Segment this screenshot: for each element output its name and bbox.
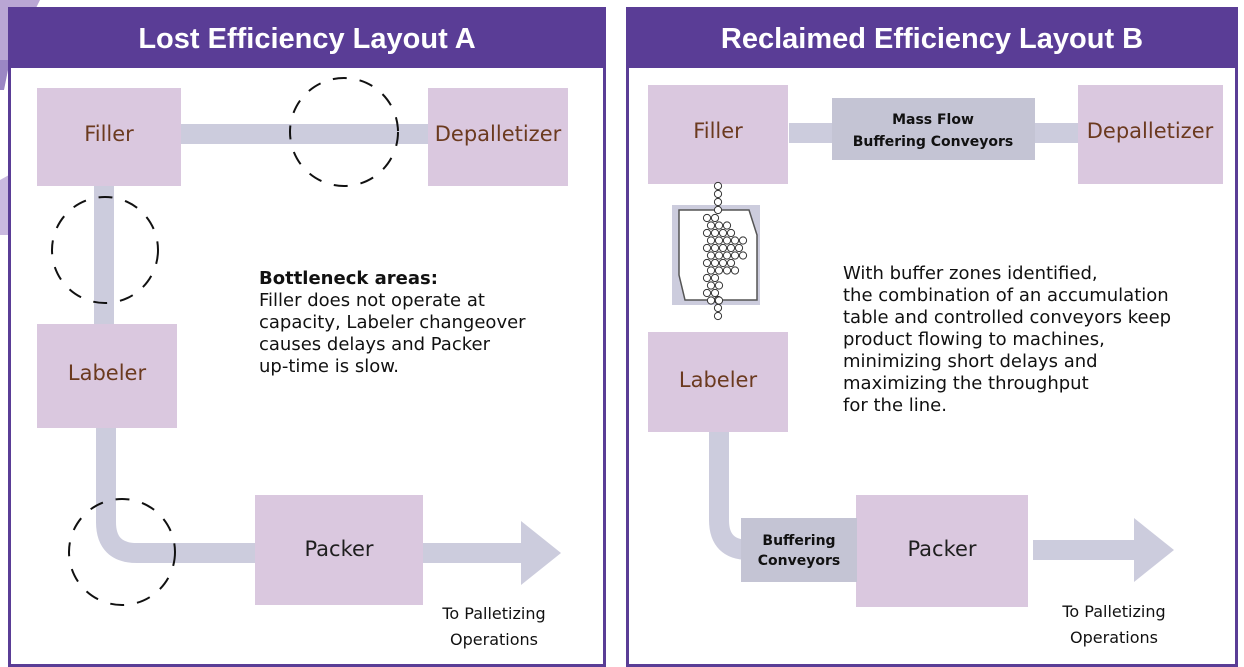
bottle-23 <box>718 243 728 253</box>
packer-machine <box>255 495 423 605</box>
bottle-35 <box>706 266 716 275</box>
mass-flow-label-line2: Buffering Conveyors <box>853 134 1014 150</box>
bottle-40 <box>710 273 720 283</box>
bottle-7 <box>702 213 712 223</box>
bottle-26 <box>706 251 716 260</box>
bottle-28 <box>722 251 732 260</box>
conveyor-labeler-packer <box>96 407 261 563</box>
bottle-5 <box>713 303 723 313</box>
bottle-1 <box>713 189 723 199</box>
bottle-39 <box>702 273 712 283</box>
bottle-44 <box>710 288 720 298</box>
bottleneck-circle-bottom <box>68 498 176 606</box>
bottle-20 <box>738 236 748 245</box>
layout-b-title: Reclaimed Efficiency Layout B <box>629 10 1235 68</box>
layout-b-diagram: Filler Depalletizer Labeler Packer Mass … <box>648 85 1223 607</box>
bottle-3 <box>713 205 723 215</box>
bottle-24 <box>726 243 736 253</box>
bottle-46 <box>714 296 724 305</box>
destination-note-b: To Palletizing Operations <box>1062 602 1166 647</box>
conveyor-packer-out <box>1033 540 1148 560</box>
bottle-37 <box>722 266 732 275</box>
bottle-45 <box>706 296 716 305</box>
depalletizer-machine <box>1078 85 1223 184</box>
buffering-box <box>741 518 857 582</box>
bottle-12 <box>702 228 712 238</box>
bottle-41 <box>706 281 716 290</box>
labeler-label: Labeler <box>679 368 758 392</box>
depalletizer-label: Depalletizer <box>435 122 562 146</box>
filler-machine <box>648 85 788 184</box>
bottle-36 <box>714 266 724 275</box>
bottle-18 <box>722 236 732 245</box>
layout-b-panel: Reclaimed Efficiency Layout B Filler Dep… <box>626 7 1238 667</box>
packer-label: Packer <box>907 537 976 561</box>
bottle-13 <box>710 228 720 238</box>
bottle-29 <box>730 251 740 260</box>
bottle-16 <box>706 236 716 245</box>
packer-label: Packer <box>304 537 373 561</box>
bottle-17 <box>714 236 724 245</box>
bottle-15 <box>726 228 736 238</box>
filler-label: Filler <box>693 119 743 143</box>
bottle-33 <box>718 258 728 268</box>
bottle-19 <box>730 236 740 245</box>
bottle-25 <box>734 243 744 253</box>
bottle-22 <box>710 243 720 253</box>
output-arrow-head <box>1134 518 1174 582</box>
bottle-27 <box>714 251 724 260</box>
bottle-11 <box>722 221 732 230</box>
buffering-label-line1: Buffering <box>762 533 835 549</box>
packer-machine <box>856 495 1028 607</box>
bottle-9 <box>706 221 716 230</box>
layout-a-panel: Lost Efficiency Layout A Filler Depallet… <box>8 7 606 667</box>
filler-machine <box>37 88 181 186</box>
bottle-31 <box>702 258 712 268</box>
bottle-6 <box>713 311 723 321</box>
bottle-10 <box>714 221 724 230</box>
mass-flow-box <box>832 98 1035 160</box>
bottleneck-circle-left <box>51 196 159 304</box>
conveyor-packer-out <box>421 543 531 563</box>
bottle-32 <box>710 258 720 268</box>
layout-a-title: Lost Efficiency Layout A <box>11 10 603 68</box>
bottleneck-text: Filler does not operate at capacity, Lab… <box>259 290 526 377</box>
bottleneck-note: Bottleneck areas:Filler does not operate… <box>259 268 526 378</box>
bottleneck-heading: Bottleneck areas: <box>259 268 438 289</box>
bottle-43 <box>702 288 712 298</box>
bottle-38 <box>730 266 740 275</box>
conveyor-filler-labeler <box>94 170 114 330</box>
depalletizer-label: Depalletizer <box>1087 119 1214 143</box>
filler-label: Filler <box>84 122 134 146</box>
buffering-label-line2: Conveyors <box>758 553 840 569</box>
accumulation-bottles <box>702 181 748 321</box>
depalletizer-machine <box>428 88 568 186</box>
labeler-label: Labeler <box>68 361 147 385</box>
bottle-34 <box>726 258 736 268</box>
labeler-machine <box>37 324 177 428</box>
mass-flow-label-line1: Mass Flow <box>892 112 974 128</box>
bottle-0 <box>713 181 723 191</box>
bottleneck-circle-top <box>289 77 399 187</box>
labeler-machine <box>648 332 788 432</box>
bottle-8 <box>710 213 720 223</box>
buffer-description: With buffer zones identified, the combin… <box>843 263 1172 416</box>
bottle-2 <box>713 197 723 207</box>
bottle-30 <box>738 251 748 260</box>
output-arrow-head <box>521 521 561 585</box>
bottle-42 <box>714 281 724 290</box>
conveyor-filler-depalletizer <box>176 124 441 144</box>
bottle-21 <box>702 243 712 253</box>
destination-note-a: To Palletizing Operations <box>442 604 546 649</box>
layout-a-diagram: Filler Depalletizer Labeler Packer <box>37 77 568 606</box>
bottle-14 <box>718 228 728 238</box>
